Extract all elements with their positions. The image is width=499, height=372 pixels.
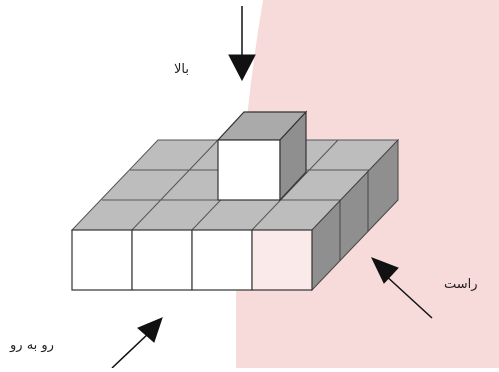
arrow-up-left-icon xyxy=(371,257,399,284)
arrow-up-right-icon xyxy=(137,317,163,343)
raised-cube xyxy=(216,110,308,202)
front-cube-3 xyxy=(191,229,253,291)
label-right: راست xyxy=(444,277,478,292)
right-arrow xyxy=(371,257,433,319)
label-front: رو به رو xyxy=(10,338,54,353)
front-row xyxy=(71,229,313,291)
front-cube-1 xyxy=(71,229,133,291)
top-arrow xyxy=(228,6,256,82)
front-arrow xyxy=(111,317,163,369)
label-top: بالا xyxy=(174,62,189,77)
front-cube-4 xyxy=(251,229,313,291)
arrow-down-icon xyxy=(228,54,256,82)
front-cube-2 xyxy=(131,229,193,291)
